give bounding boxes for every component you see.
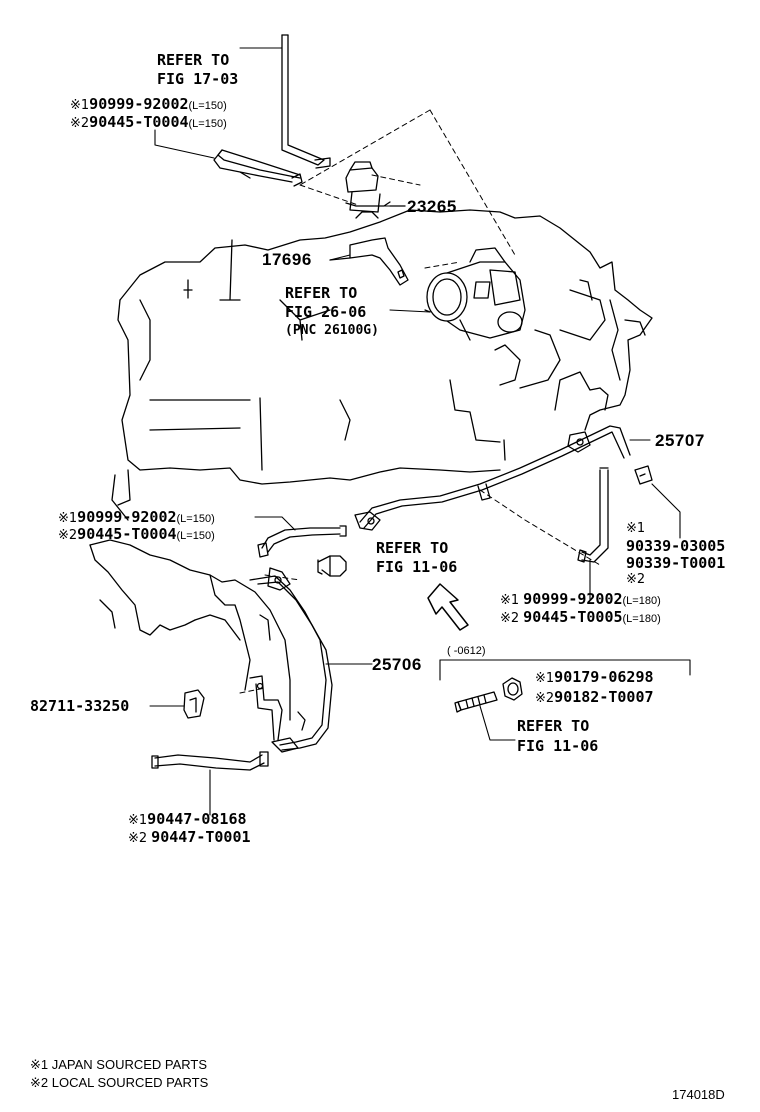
hose-bot-1-mark: ※1 — [128, 813, 148, 828]
stud-1-pn: 90179-06298 — [554, 668, 654, 686]
hose-r-2-len: (L=180) — [622, 613, 661, 625]
refer-fig26-line2: FIG 26-06 — [285, 303, 367, 321]
hose-top-2-pn: 90445-T0004 — [89, 113, 189, 131]
hose-top-1-mark: ※1 — [70, 98, 90, 113]
hose-r-1-len: (L=180) — [622, 595, 661, 607]
hose-bot-1-pn: 90447-08168 — [147, 810, 247, 828]
hose-top-1-len: (L=150) — [188, 100, 227, 112]
cap-pn1: 90339-03005 — [626, 537, 726, 555]
stud-line1: ※190179-06298 — [535, 670, 654, 686]
footer-note-local: ※2 LOCAL SOURCED PARTS — [30, 1075, 209, 1090]
refer-fig11a-line1: REFER TO — [376, 539, 449, 557]
clamp-82711 — [183, 689, 205, 719]
cap-pn2: 90339-T0001 — [626, 554, 726, 572]
drawing-id: 174018D — [672, 1087, 725, 1102]
vacuum-pipe-25707 — [354, 425, 631, 531]
hose-mid-1-mark: ※1 — [58, 511, 78, 526]
hose-l180 — [577, 467, 609, 563]
hose-top-line2: ※290445-T0004(L=150) — [70, 115, 227, 131]
top-vacuum-hose — [213, 34, 331, 187]
throttle-body — [424, 247, 526, 341]
hose-mid-line2: ※290445-T0004(L=150) — [58, 527, 215, 543]
date-range: ( -0612) — [447, 645, 486, 657]
hose-mid-1-pn: 90999-92002 — [77, 508, 177, 526]
nut-90182 — [502, 677, 523, 701]
dashed-leaders — [239, 109, 601, 694]
hose-top-2-len: (L=150) — [188, 118, 227, 130]
part-82711: 82711-33250 — [30, 697, 130, 715]
hose-top-2-mark: ※2 — [70, 116, 90, 131]
vacuum-cap-90339 — [634, 465, 653, 485]
hose-bot-line1: ※190447-08168 — [128, 812, 247, 828]
refer-fig11b-line2: FIG 11-06 — [517, 737, 599, 755]
refer-fig11a-line2: FIG 11-06 — [376, 558, 458, 576]
cap-mark2: ※2 — [626, 572, 646, 587]
engine-outline — [117, 209, 653, 506]
refer-fig26-line1: REFER TO — [285, 284, 358, 302]
direction-arrow — [427, 583, 469, 631]
cap-mark1: ※1 — [626, 521, 646, 536]
bolt — [317, 555, 347, 577]
stud-2-pn: 90182-T0007 — [554, 688, 654, 706]
hose-r-2-pn: 90445-T0005 — [523, 608, 623, 626]
vsv-valve-23265 — [345, 161, 406, 219]
hose-mid-2-pn: 90445-T0004 — [77, 525, 177, 543]
vacuum-pipe-25706 — [249, 567, 373, 753]
hose-r-2-mark: ※2 — [500, 611, 520, 626]
timing-cover-outline — [89, 474, 291, 721]
leader-cap — [651, 483, 681, 539]
refer-fig17-line1: REFER TO — [157, 51, 230, 69]
bracket-17696 — [329, 237, 409, 286]
hose-mid-2-len: (L=150) — [176, 530, 215, 542]
part-17696: 17696 — [262, 250, 312, 269]
hose-bot-2-mark: ※2 — [128, 831, 148, 846]
leader-stud-refer — [479, 705, 516, 741]
refer-fig11b-line1: REFER TO — [517, 717, 590, 735]
part-25707: 25707 — [655, 431, 705, 450]
leader-lines — [154, 47, 691, 681]
footer-note-japan: ※1 JAPAN SOURCED PARTS — [30, 1057, 208, 1072]
part-25706: 25706 — [372, 655, 422, 674]
hose-bot-2-pn: 90447-T0001 — [151, 828, 251, 846]
hose-mid-1-len: (L=150) — [176, 513, 215, 525]
stud-90179 — [454, 691, 498, 713]
hose-mid-line1: ※190999-92002(L=150) — [58, 510, 215, 526]
stud-1-mark: ※1 — [535, 671, 555, 686]
hose-r-1-mark: ※1 — [500, 593, 520, 608]
stud-2-mark: ※2 — [535, 691, 555, 706]
hose-mid-l150 — [257, 525, 347, 558]
hose-top-line1: ※190999-92002(L=150) — [70, 97, 227, 113]
stud-line2: ※290182-T0007 — [535, 690, 654, 706]
hose-mid-2-mark: ※2 — [58, 528, 78, 543]
hose-top-1-pn: 90999-92002 — [89, 95, 189, 113]
refer-fig26-line3: (PNC 26100G) — [285, 323, 379, 338]
refer-fig17-line2: FIG 17-03 — [157, 70, 239, 88]
part-23265: 23265 — [407, 197, 457, 216]
hose-bottom-90447 — [151, 751, 269, 816]
hose-r-1-pn: 90999-92002 — [523, 590, 623, 608]
